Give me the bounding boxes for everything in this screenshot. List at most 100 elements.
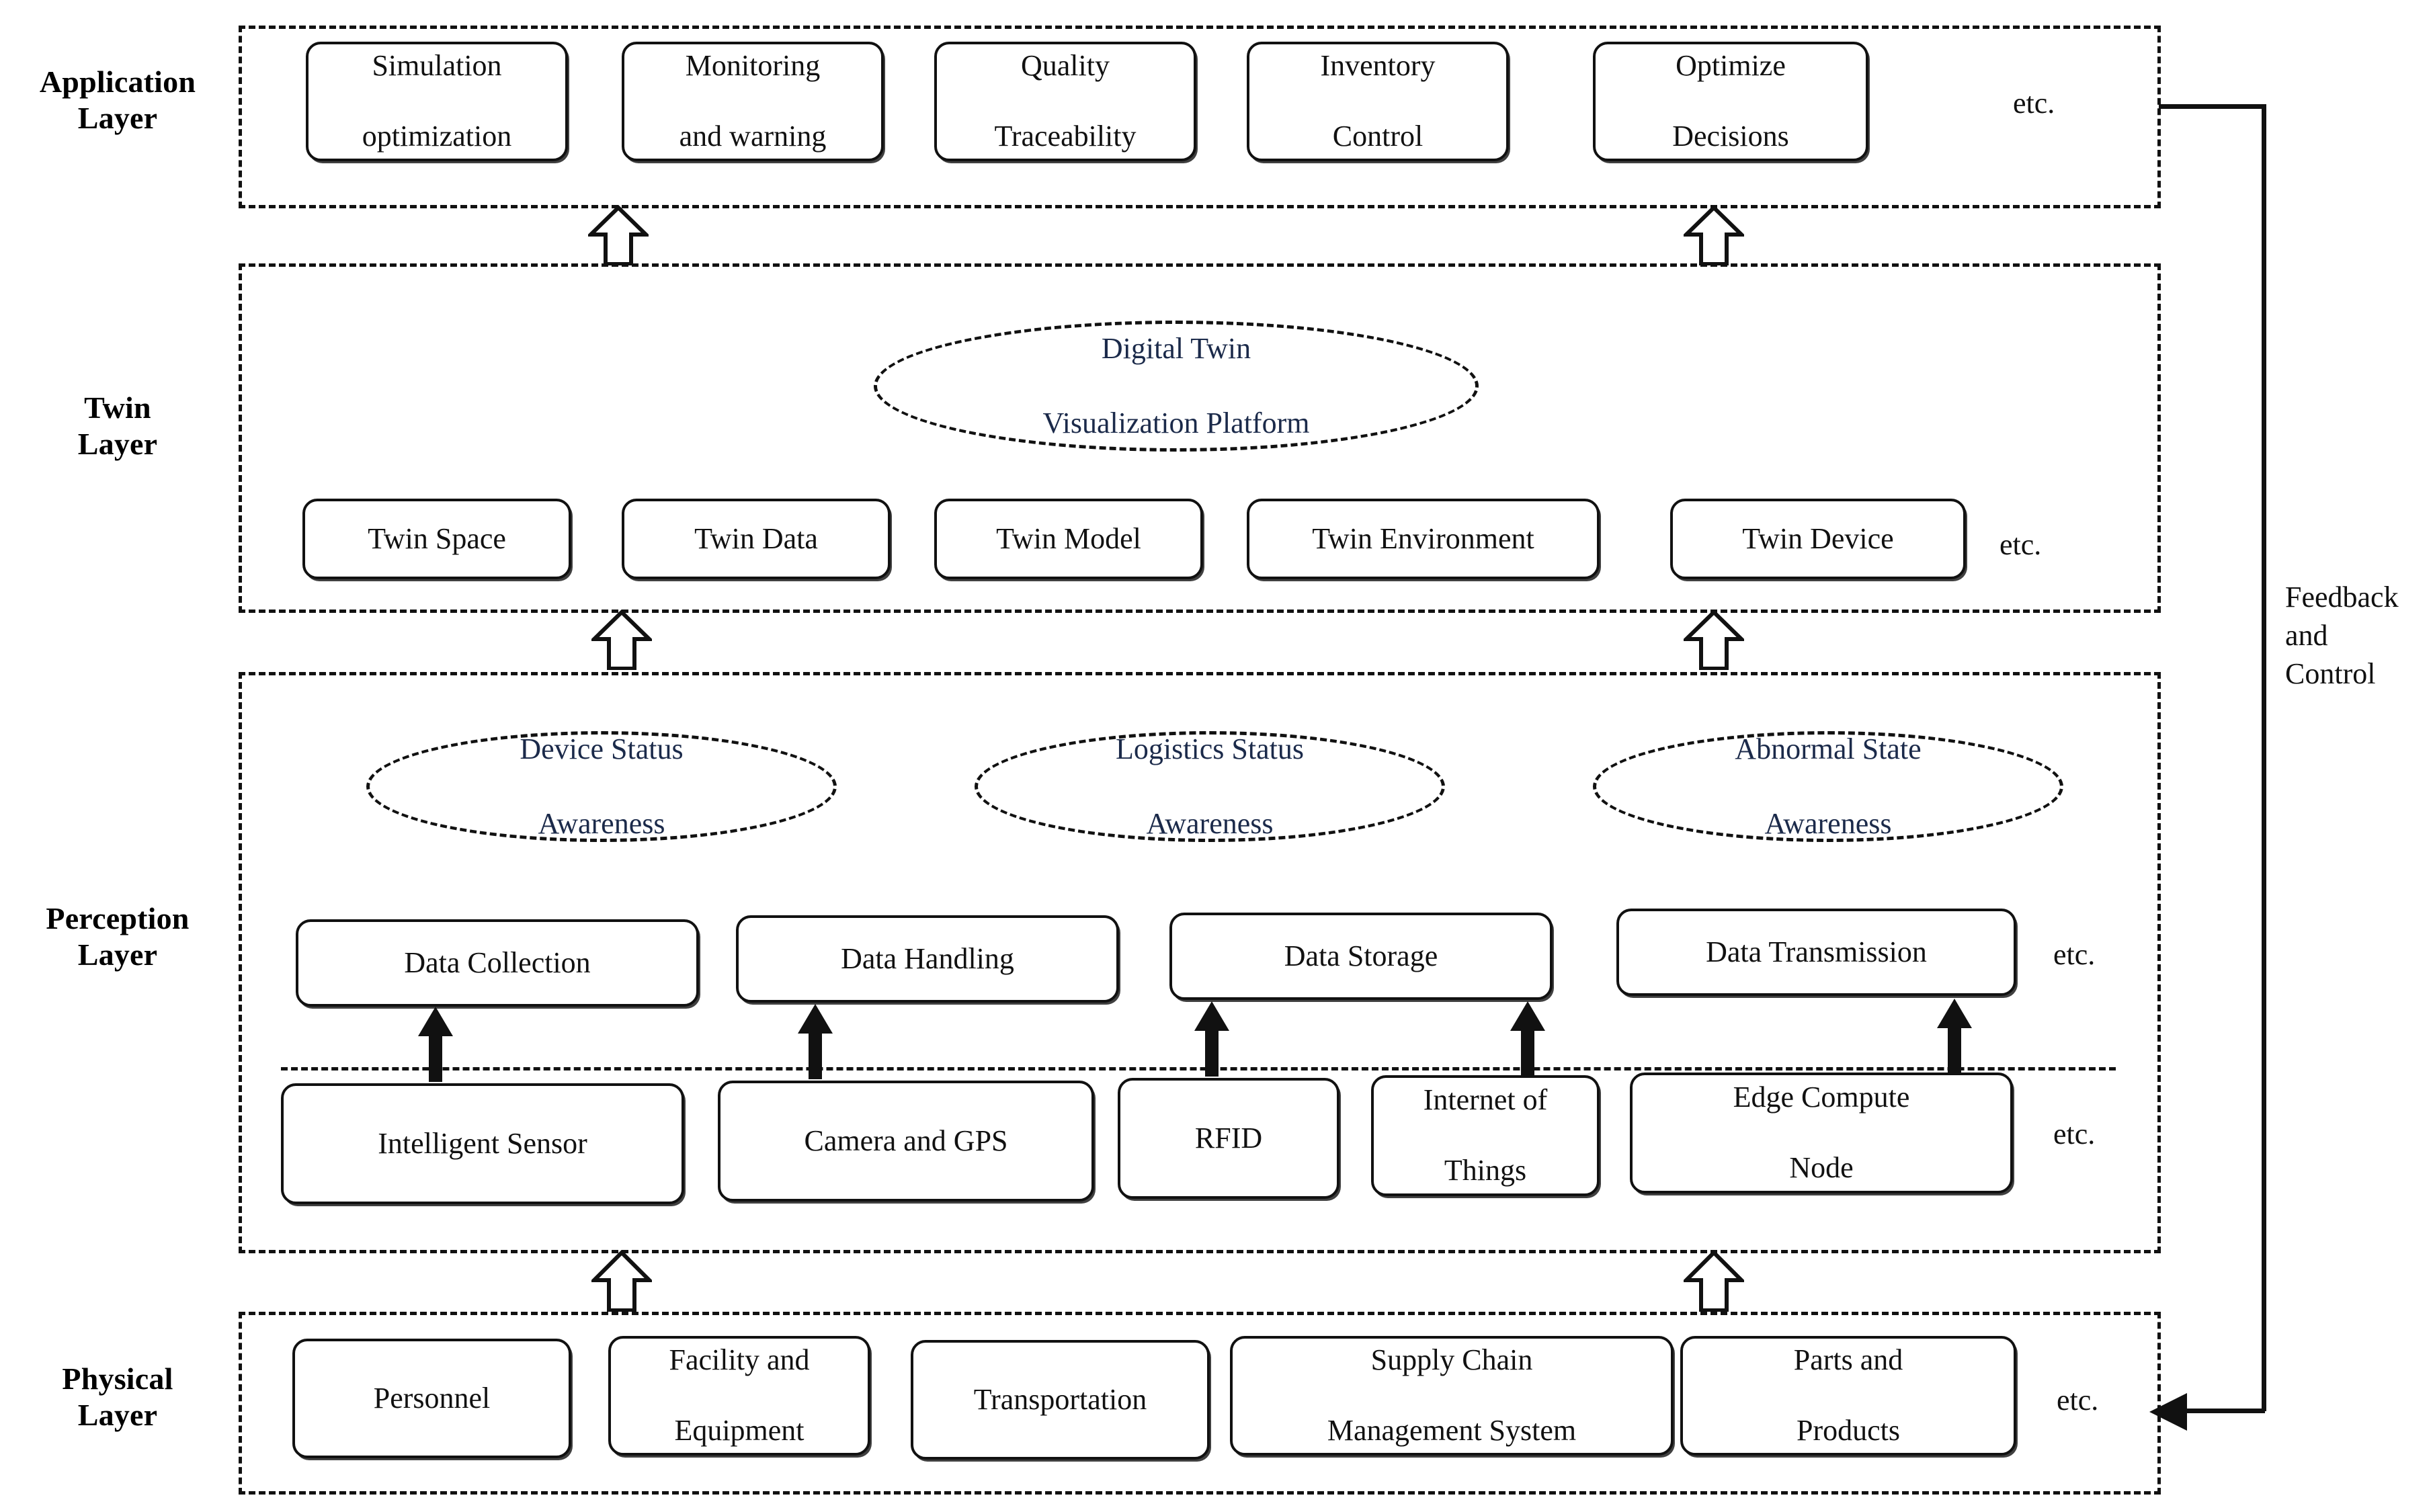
- etc-label-physical: etc.: [2057, 1384, 2099, 1417]
- node-optimize-decisions[interactable]: Optimize Decisions: [1593, 42, 1868, 161]
- ellipse-label: Awareness: [1146, 807, 1274, 841]
- feedback-label-line3: Control: [2285, 657, 2376, 691]
- node-label: Node: [1789, 1151, 1854, 1185]
- node-personnel[interactable]: Personnel: [292, 1339, 571, 1458]
- ellipse-label: Logistics Status: [1116, 732, 1304, 766]
- node-label: Simulation: [372, 48, 502, 82]
- node-label: Twin Space: [368, 521, 506, 555]
- feedback-line-vertical: [2262, 104, 2266, 1411]
- node-label: Control: [1332, 120, 1424, 153]
- application-layer-box: [239, 26, 2161, 208]
- node-data-transmission[interactable]: Data Transmission: [1616, 909, 2016, 996]
- arrow-sensor-to-data-1: [418, 1007, 453, 1082]
- node-label: Data Storage: [1284, 939, 1438, 972]
- node-label: Products: [1797, 1414, 1900, 1447]
- node-label: Twin Device: [1742, 521, 1894, 555]
- node-twin-device[interactable]: Twin Device: [1670, 499, 1966, 579]
- node-label: Facility and: [669, 1343, 810, 1376]
- node-label: Quality: [1021, 48, 1110, 82]
- node-label: Optimize: [1676, 48, 1786, 82]
- arrow-sensor-to-data-4: [1510, 1001, 1545, 1077]
- ellipse-label: Visualization Platform: [1042, 407, 1310, 440]
- node-label: Intelligent Sensor: [378, 1126, 587, 1160]
- node-label: Camera and GPS: [804, 1124, 1008, 1157]
- feedback-line-top: [2159, 104, 2266, 109]
- layer-label-perception-line1: Perception: [46, 901, 190, 935]
- layer-label-application-line1: Application: [39, 65, 196, 99]
- node-label: Twin Data: [694, 521, 818, 555]
- twin-layer-box: [239, 263, 2161, 613]
- feedback-arrowhead-icon: [2149, 1393, 2187, 1431]
- etc-label-application: etc.: [2013, 87, 2055, 120]
- ellipse-label: Abnormal State: [1735, 732, 1922, 766]
- feedback-line-bottom: [2178, 1409, 2265, 1413]
- node-rfid[interactable]: RFID: [1118, 1078, 1339, 1199]
- node-label: Decisions: [1672, 120, 1789, 153]
- node-label: Twin Model: [996, 521, 1141, 555]
- ellipse-abnormal-state-awareness[interactable]: Abnormal State Awareness: [1593, 731, 2063, 842]
- node-data-storage[interactable]: Data Storage: [1169, 913, 1553, 1000]
- node-label: Data Collection: [404, 946, 591, 979]
- layer-label-physical-line2: Layer: [77, 1398, 158, 1433]
- node-data-handling[interactable]: Data Handling: [736, 915, 1119, 1003]
- node-camera-and-gps[interactable]: Camera and GPS: [718, 1081, 1094, 1202]
- arrow-twin-to-application-left: [588, 205, 649, 265]
- arrow-twin-to-application-right: [1684, 205, 1744, 265]
- layer-label-physical-line1: Physical: [62, 1361, 173, 1396]
- node-internet-of-things[interactable]: Internet of Things: [1371, 1075, 1600, 1196]
- layer-label-twin: Twin Layer: [7, 390, 229, 463]
- node-twin-space[interactable]: Twin Space: [302, 499, 571, 579]
- node-facility-and-equipment[interactable]: Facility and Equipment: [608, 1336, 870, 1456]
- node-label: Personnel: [373, 1381, 491, 1415]
- etc-label-perception-device: etc.: [2053, 1118, 2096, 1150]
- node-inventory-control[interactable]: Inventory Control: [1247, 42, 1509, 161]
- node-label: Transportation: [973, 1382, 1147, 1416]
- node-twin-model[interactable]: Twin Model: [934, 499, 1203, 579]
- node-transportation[interactable]: Transportation: [911, 1340, 1210, 1460]
- node-twin-data[interactable]: Twin Data: [622, 499, 891, 579]
- ellipse-label: Digital Twin: [1101, 332, 1251, 366]
- etc-label-perception-data: etc.: [2053, 938, 2096, 971]
- layer-label-perception: Perception Layer: [0, 900, 235, 974]
- node-edge-compute-node[interactable]: Edge Compute Node: [1630, 1073, 2013, 1193]
- layer-label-twin-line1: Twin: [84, 390, 151, 425]
- ellipse-label: Awareness: [538, 807, 665, 841]
- arrow-physical-to-perception-right: [1684, 1250, 1744, 1312]
- layer-label-application: Application Layer: [7, 64, 229, 137]
- node-intelligent-sensor[interactable]: Intelligent Sensor: [281, 1083, 684, 1204]
- arrow-sensor-to-data-3: [1194, 1001, 1229, 1077]
- arrow-physical-to-perception-left: [591, 1250, 652, 1312]
- perception-divider-line: [281, 1067, 2116, 1070]
- node-quality-traceability[interactable]: Quality Traceability: [934, 42, 1196, 161]
- feedback-and-control-label: Feedback and Control: [2285, 578, 2430, 694]
- node-label: Edge Compute: [1733, 1080, 1910, 1114]
- node-label: Data Transmission: [1706, 935, 1927, 968]
- node-label: and warning: [679, 120, 827, 153]
- node-monitoring-and-warning[interactable]: Monitoring and warning: [622, 42, 884, 161]
- node-label: Twin Environment: [1312, 521, 1534, 555]
- node-parts-and-products[interactable]: Parts and Products: [1680, 1336, 2016, 1456]
- perception-layer-box: [239, 672, 2161, 1253]
- arrow-perception-to-twin-right: [1684, 610, 1744, 670]
- arrow-sensor-to-data-5: [1937, 999, 1972, 1074]
- node-label: RFID: [1194, 1121, 1263, 1154]
- ellipse-logistics-status-awareness[interactable]: Logistics Status Awareness: [975, 731, 1445, 842]
- layer-label-twin-line2: Layer: [77, 427, 158, 462]
- arrow-perception-to-twin-left: [591, 610, 652, 670]
- node-label: Parts and: [1793, 1343, 1903, 1376]
- node-twin-environment[interactable]: Twin Environment: [1247, 499, 1600, 579]
- node-label: Inventory: [1320, 48, 1436, 82]
- ellipse-digital-twin-visualization-platform[interactable]: Digital Twin Visualization Platform: [874, 321, 1479, 452]
- ellipse-device-status-awareness[interactable]: Device Status Awareness: [366, 731, 837, 842]
- node-label: Internet of: [1423, 1083, 1548, 1116]
- feedback-label-line2: and: [2285, 619, 2328, 653]
- node-data-collection[interactable]: Data Collection: [296, 919, 699, 1007]
- node-supply-chain-management-system[interactable]: Supply Chain Management System: [1230, 1336, 1674, 1456]
- node-label: Data Handling: [841, 941, 1014, 975]
- node-label: Monitoring: [685, 48, 821, 82]
- physical-layer-box: [239, 1312, 2161, 1495]
- node-simulation-optimization[interactable]: Simulation optimization: [306, 42, 568, 161]
- layer-label-physical: Physical Layer: [7, 1361, 229, 1434]
- arrow-sensor-to-data-2: [798, 1004, 833, 1079]
- layer-label-perception-line2: Layer: [77, 937, 158, 972]
